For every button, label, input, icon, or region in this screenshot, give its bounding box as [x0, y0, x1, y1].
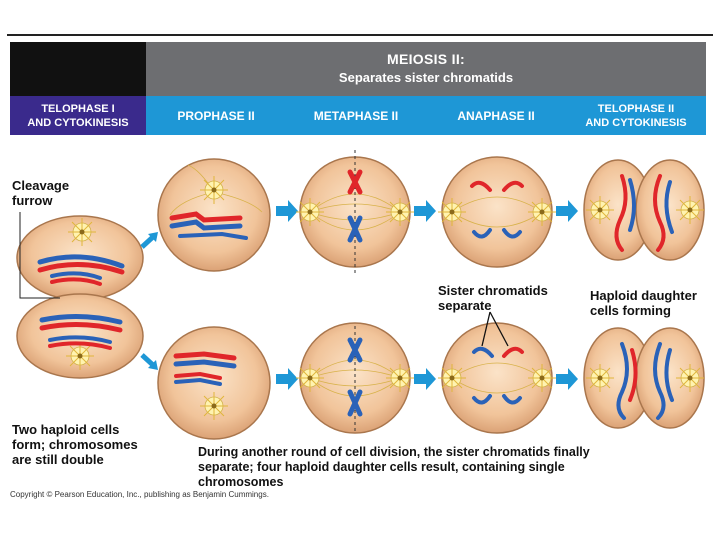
meiosis-ii-header: MEIOSIS II: Separates sister chromatids — [146, 42, 706, 96]
metaphase-ii-cell-bottom — [295, 322, 415, 434]
sister-chromatids-line1: Sister chromatids — [438, 283, 548, 298]
haploid-daughter-line2: cells forming — [590, 303, 671, 318]
two-haploid-cells-line2: form; chromosomes — [12, 437, 138, 452]
arrow-right-icon — [414, 368, 436, 390]
prophase-ii-cell-bottom — [157, 326, 271, 440]
haploid-daughter-label: Haploid daughter cells forming — [590, 288, 697, 318]
telophase-i-cell-bottom — [16, 293, 144, 379]
telophase-ii-cells-bottom — [583, 327, 705, 429]
copyright-notice: Copyright © Pearson Education, Inc., pub… — [10, 490, 269, 499]
cleavage-furrow-line1: Cleavage — [12, 178, 70, 193]
arrow-right-icon — [556, 200, 578, 222]
arrow-up-head-icon — [148, 232, 158, 242]
arrow-right-icon — [414, 200, 436, 222]
stage-anaphase-ii-label: ANAPHASE II — [457, 108, 535, 123]
stage-arrows — [276, 200, 578, 390]
stage-prophase-ii-label: PROPHASE II — [177, 108, 255, 123]
stage-metaphase-ii-label: METAPHASE II — [313, 108, 399, 123]
stage-telophase-i-line1: TELOPHASE I — [41, 102, 115, 115]
stage-prophase-ii: PROPHASE II — [146, 96, 286, 135]
stage-anaphase-ii: ANAPHASE II — [426, 96, 566, 135]
metaphase-ii-cell-top — [295, 150, 415, 275]
cleavage-furrow-pointer — [19, 212, 60, 299]
arrow-right-icon — [556, 368, 578, 390]
header-black-block — [10, 42, 146, 96]
top-rule — [7, 34, 713, 36]
two-haploid-cells-line1: Two haploid cells — [12, 422, 120, 437]
cleavage-furrow-label: Cleavage furrow — [12, 178, 69, 208]
telophase-ii-cells-top — [583, 159, 705, 261]
two-haploid-cells-label: Two haploid cells form; chromosomes are … — [12, 422, 138, 467]
caption-line1: During another round of cell division, t… — [198, 445, 590, 459]
haploid-daughter-line1: Haploid daughter — [590, 288, 697, 303]
stage-telophase-ii-line1: TELOPHASE II — [597, 102, 675, 115]
arrow-down-head-icon — [148, 360, 158, 370]
two-haploid-cells-line3: are still double — [12, 452, 104, 467]
stage-telophase-i-line2: AND CYTOKINESIS — [27, 116, 129, 129]
arrow-right-icon — [276, 368, 298, 390]
cleavage-furrow-line2: furrow — [12, 193, 53, 208]
caption-line2: separate; four haploid daughter cells re… — [198, 460, 565, 474]
sister-chromatids-pointer — [481, 311, 509, 347]
anaphase-ii-cell-top — [437, 156, 557, 268]
caption-line3: chromosomes — [198, 475, 284, 489]
stage-telophase-ii-line2: AND CYTOKINESIS — [585, 116, 687, 129]
header-title: MEIOSIS II: — [387, 51, 465, 67]
header-subtitle: Separates sister chromatids — [338, 70, 514, 85]
stage-metaphase-ii: METAPHASE II — [286, 96, 426, 135]
anaphase-ii-cell-bottom — [437, 322, 557, 434]
telophase-i-cell-top — [16, 215, 144, 301]
arrow-right-icon — [276, 200, 298, 222]
caption: During another round of cell division, t… — [198, 445, 590, 490]
sister-chromatids-label: Sister chromatids separate — [438, 283, 548, 313]
sister-chromatids-line2: separate — [438, 298, 492, 313]
prophase-ii-cell-top — [157, 158, 271, 272]
